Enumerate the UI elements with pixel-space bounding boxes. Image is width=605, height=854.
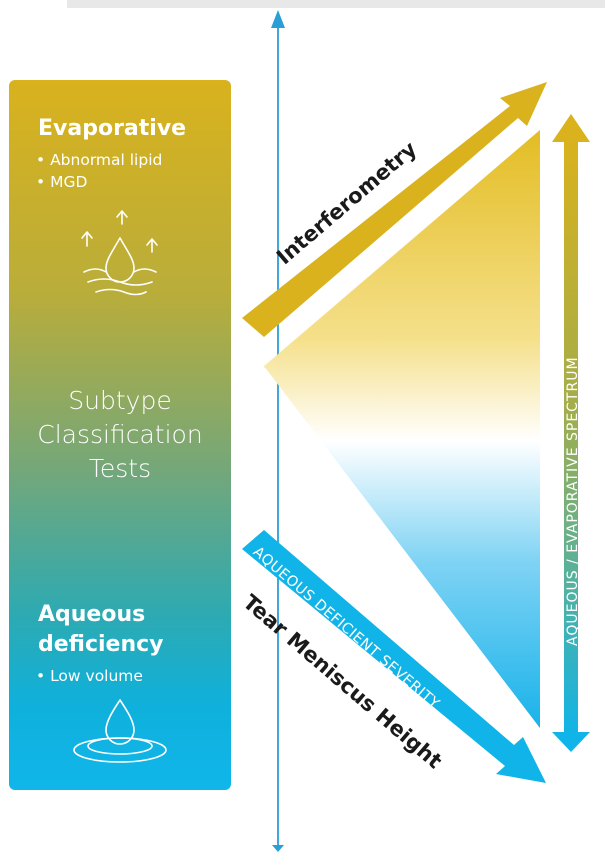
evaporative-bullet-mgd: • MGD — [36, 173, 88, 191]
aqueous-title-line-2: deficiency — [38, 632, 164, 657]
evaporative-bullet-lipid: • Abnormal lipid — [36, 151, 163, 169]
evaporative-title: Evaporative — [38, 116, 187, 141]
evaporative-severity-band — [242, 82, 547, 337]
severity-trapezoid-fill — [264, 130, 540, 728]
spectrum-double-arrow — [552, 114, 590, 752]
center-line-2: Classification — [37, 420, 203, 449]
aqueous-bullet-volume: • Low volume — [36, 667, 143, 685]
top-bar — [67, 0, 605, 8]
spectrum-label: AQUEOUS / EVAPORATIVE SPECTRUM — [565, 356, 581, 646]
center-line-1: Subtype — [68, 386, 172, 415]
vertical-axis — [271, 10, 285, 852]
spectrum-down-arrow-icon — [552, 732, 590, 752]
aqueous-severity-band — [242, 530, 546, 783]
center-line-3: Tests — [88, 454, 152, 483]
spectrum-up-arrow-icon — [552, 114, 590, 142]
axis-bottom-tick-icon — [272, 845, 284, 852]
axis-top-arrow-icon — [271, 10, 285, 28]
aqueous-title-line-1: Aqueous — [38, 602, 146, 627]
subtype-panel — [9, 80, 231, 790]
